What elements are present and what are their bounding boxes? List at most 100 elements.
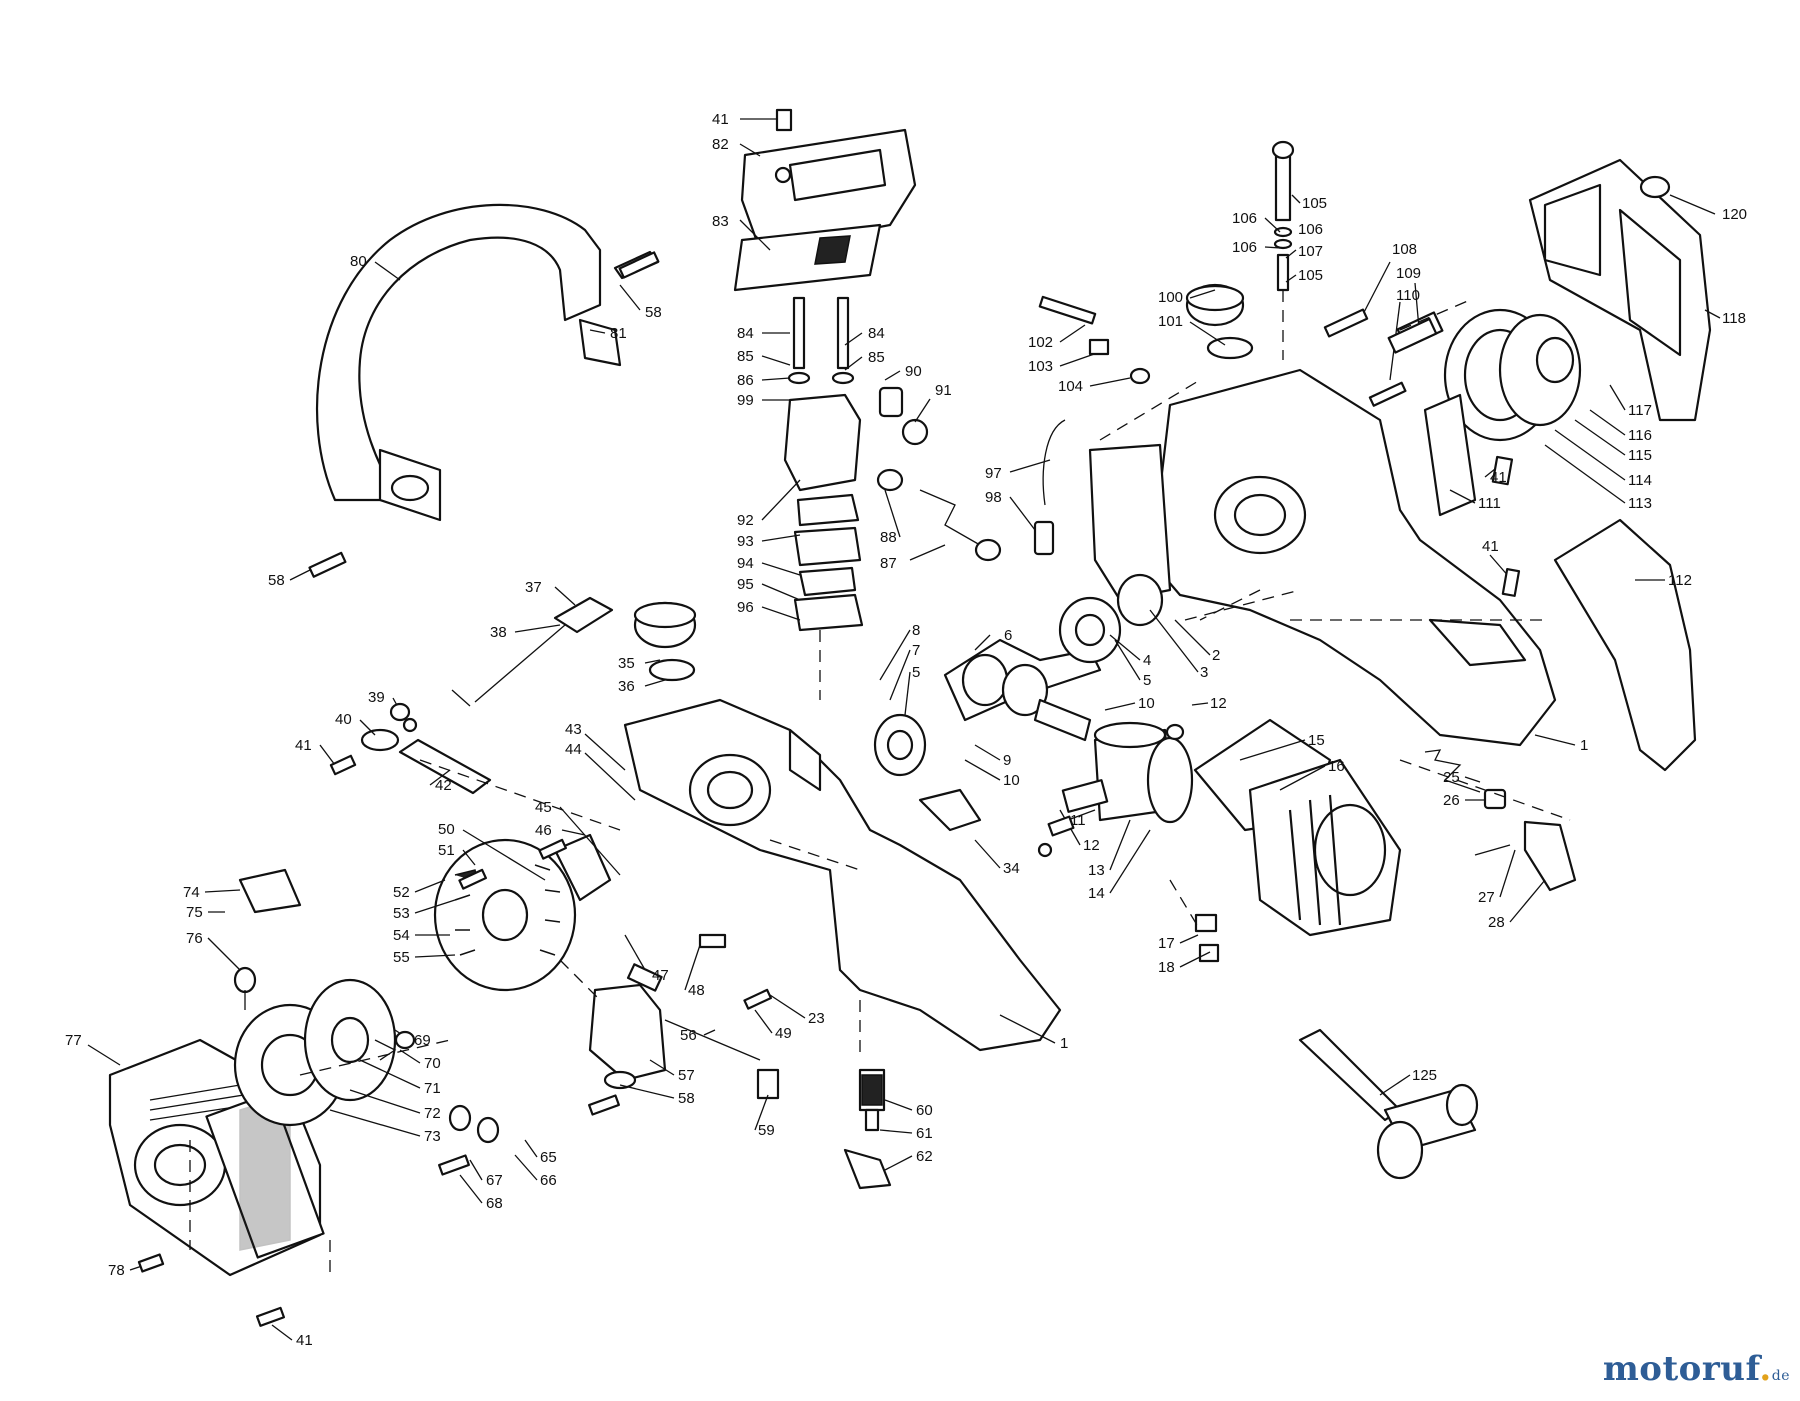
callout-106c: 106 [1232,239,1257,256]
front-crankcase-part [623,698,1062,1052]
callout-76: 76 [186,930,203,947]
callout-95: 95 [737,576,754,593]
callout-72: 72 [424,1105,441,1122]
callout-86: 86 [737,372,754,389]
callout-15: 15 [1308,732,1325,749]
callout-41e: 41 [296,1332,313,1349]
callout-94: 94 [737,555,754,572]
callout-103: 103 [1028,358,1053,375]
cylinder-part [1193,718,1402,937]
callout-12b: 12 [1083,837,1100,854]
bar-guard-part [1553,518,1697,772]
callout-125: 125 [1412,1067,1437,1084]
fuel-filter-part [360,596,614,795]
callout-5b: 5 [1143,672,1151,689]
callout-51: 51 [438,842,455,859]
watermark-brand: motoruf [1602,1349,1760,1389]
fuel-tank-cap-part [633,601,697,682]
callout-39: 39 [368,689,385,706]
callout-41b: 41 [1490,469,1507,486]
carburetor-stack-part [783,296,1002,632]
callout-105a: 105 [1302,195,1327,212]
callout-11: 11 [1070,812,1086,829]
callout-44: 44 [565,741,582,758]
callout-9: 9 [1003,752,1011,769]
air-filter-cover-part [740,108,917,252]
callout-8: 8 [912,622,920,639]
rear-crankcase-part [1088,368,1557,747]
callout-67: 67 [486,1172,503,1189]
callout-46: 46 [535,822,552,839]
oil-line-part [1033,419,1066,556]
callout-77: 77 [65,1032,82,1049]
callout-10b: 10 [1003,772,1020,789]
callout-53: 53 [393,905,410,922]
callout-113: 113 [1628,495,1652,512]
callout-68: 68 [486,1195,503,1212]
callout-27: 27 [1478,889,1495,906]
callout-41c: 41 [1482,538,1499,555]
callout-61: 61 [916,1125,933,1142]
callout-17: 17 [1158,935,1175,952]
callout-41a: 41 [712,111,729,128]
callout-16: 16 [1328,758,1345,775]
callout-10a: 10 [1138,695,1155,712]
callout-18: 18 [1158,959,1175,976]
callout-5a: 5 [912,664,920,681]
callout-25: 25 [1443,769,1460,786]
callout-labels: 41 82 83 80 58 81 58 84 84 85 85 86 99 9… [65,111,1747,1349]
callout-84a: 84 [737,325,754,342]
callout-90: 90 [905,363,922,380]
callout-116: 116 [1628,427,1652,444]
callout-118: 118 [1722,310,1746,327]
assembly-guide-lines [189,290,1571,1280]
callout-85b: 85 [868,349,885,366]
callout-97: 97 [985,465,1002,482]
callout-75: 75 [186,904,203,921]
callout-3: 3 [1200,664,1208,681]
callout-92: 92 [737,512,754,529]
callout-42: 42 [435,777,452,794]
callout-50: 50 [438,821,455,838]
callout-28: 28 [1488,914,1505,931]
callout-82: 82 [712,136,729,153]
callout-106a: 106 [1232,210,1257,227]
crankshaft-part [873,573,1164,777]
callout-45: 45 [535,799,552,816]
clutch-drum-part [1396,308,1582,517]
callout-73: 73 [424,1128,441,1145]
callout-37: 37 [525,579,542,596]
callout-117: 117 [1628,402,1652,419]
callout-48: 48 [688,982,705,999]
callout-110: 110 [1396,287,1420,304]
chain-sprocket-cover-part [1528,158,1712,422]
watermark-tld: de [1771,1368,1790,1384]
callout-83: 83 [712,213,729,230]
callout-104: 104 [1058,378,1083,395]
callout-4: 4 [1143,652,1151,669]
callout-100: 100 [1158,289,1183,306]
callout-35: 35 [618,655,635,672]
callout-56: 56 [680,1027,697,1044]
callout-102: 102 [1028,334,1053,351]
callout-99: 99 [737,392,754,409]
callout-120: 120 [1722,206,1747,223]
callout-54: 54 [393,927,410,944]
callout-38: 38 [490,624,507,641]
callout-105b: 105 [1298,267,1323,284]
callout-60: 60 [916,1102,933,1119]
callout-88: 88 [880,529,897,546]
callout-74: 74 [183,884,200,901]
callout-41d: 41 [295,737,312,754]
piston-part [1061,721,1194,824]
callout-55: 55 [393,949,410,966]
callout-80: 80 [350,253,367,270]
callout-58c: 58 [678,1090,695,1107]
callout-52: 52 [393,884,410,901]
callout-93: 93 [737,533,754,550]
callout-85a: 85 [737,348,754,365]
watermark-logo: motoruf.de [1603,1349,1790,1389]
callout-23: 23 [808,1010,825,1027]
callout-106b: 106 [1298,221,1323,238]
